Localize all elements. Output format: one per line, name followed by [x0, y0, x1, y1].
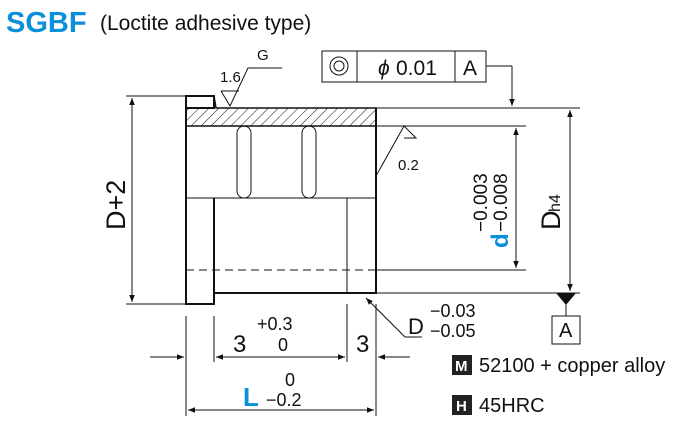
roughness-top-grade: G [257, 47, 269, 64]
datum-a: A [376, 292, 581, 345]
diameter-sign: ϕ [378, 57, 390, 80]
flange-width: 3 [233, 331, 246, 358]
d-tol-upper: −0.03 [430, 301, 476, 321]
svg-text:M: M [455, 358, 468, 375]
d-label: D [408, 314, 424, 339]
dimension-bore: d −0.003 −0.008 [376, 125, 526, 271]
roughness-bore-value: 0.2 [398, 157, 419, 174]
length-tol-upper: 0 [285, 370, 295, 390]
dimension-outer: D+2 [101, 95, 186, 305]
tolerance-datum: A [463, 57, 477, 80]
bore-tol-lower: −0.008 [491, 173, 512, 232]
product-code: SGBF [6, 7, 87, 39]
d-tol-lower: −0.05 [430, 321, 476, 341]
dh4-label: D [536, 211, 566, 231]
surface-roughness-top: 1.6 G [220, 47, 282, 108]
material-spec: M 52100 + copper alloy H 45HRC [452, 355, 665, 417]
length-label: L [243, 382, 259, 412]
material-text: 52100 + copper alloy [479, 355, 665, 377]
bore-label: d [487, 233, 514, 248]
bushing-section [185, 95, 377, 305]
dh4-sub: h4 [547, 194, 564, 212]
bore-tol-upper: −0.003 [471, 173, 492, 232]
material-badge [452, 355, 472, 375]
svg-text:H: H [456, 398, 467, 415]
roughness-top-value: 1.6 [220, 69, 241, 86]
hardness-text: 45HRC [479, 395, 545, 417]
flange-tol-upper: +0.3 [257, 314, 293, 334]
tolerance-frame: ϕ 0.01 A [321, 50, 515, 106]
dimension-d-tol: D −0.03 −0.05 [365, 297, 476, 341]
outer-label: D+2 [101, 180, 131, 230]
product-subtitle: (Loctite adhesive type) [100, 12, 311, 35]
flange-tol-lower: 0 [278, 335, 288, 355]
concentricity-icon [329, 56, 349, 76]
end-width: 3 [356, 331, 369, 358]
hardness-badge [452, 395, 472, 415]
tolerance-value: 0.01 [396, 57, 437, 80]
length-tol-lower: −0.2 [266, 390, 302, 410]
datum-label: A [559, 320, 573, 342]
surface-roughness-bore: 0.2 [375, 125, 419, 177]
dimension-bottom: 3 +0.3 0 3 L 0 −0.2 [150, 304, 410, 416]
